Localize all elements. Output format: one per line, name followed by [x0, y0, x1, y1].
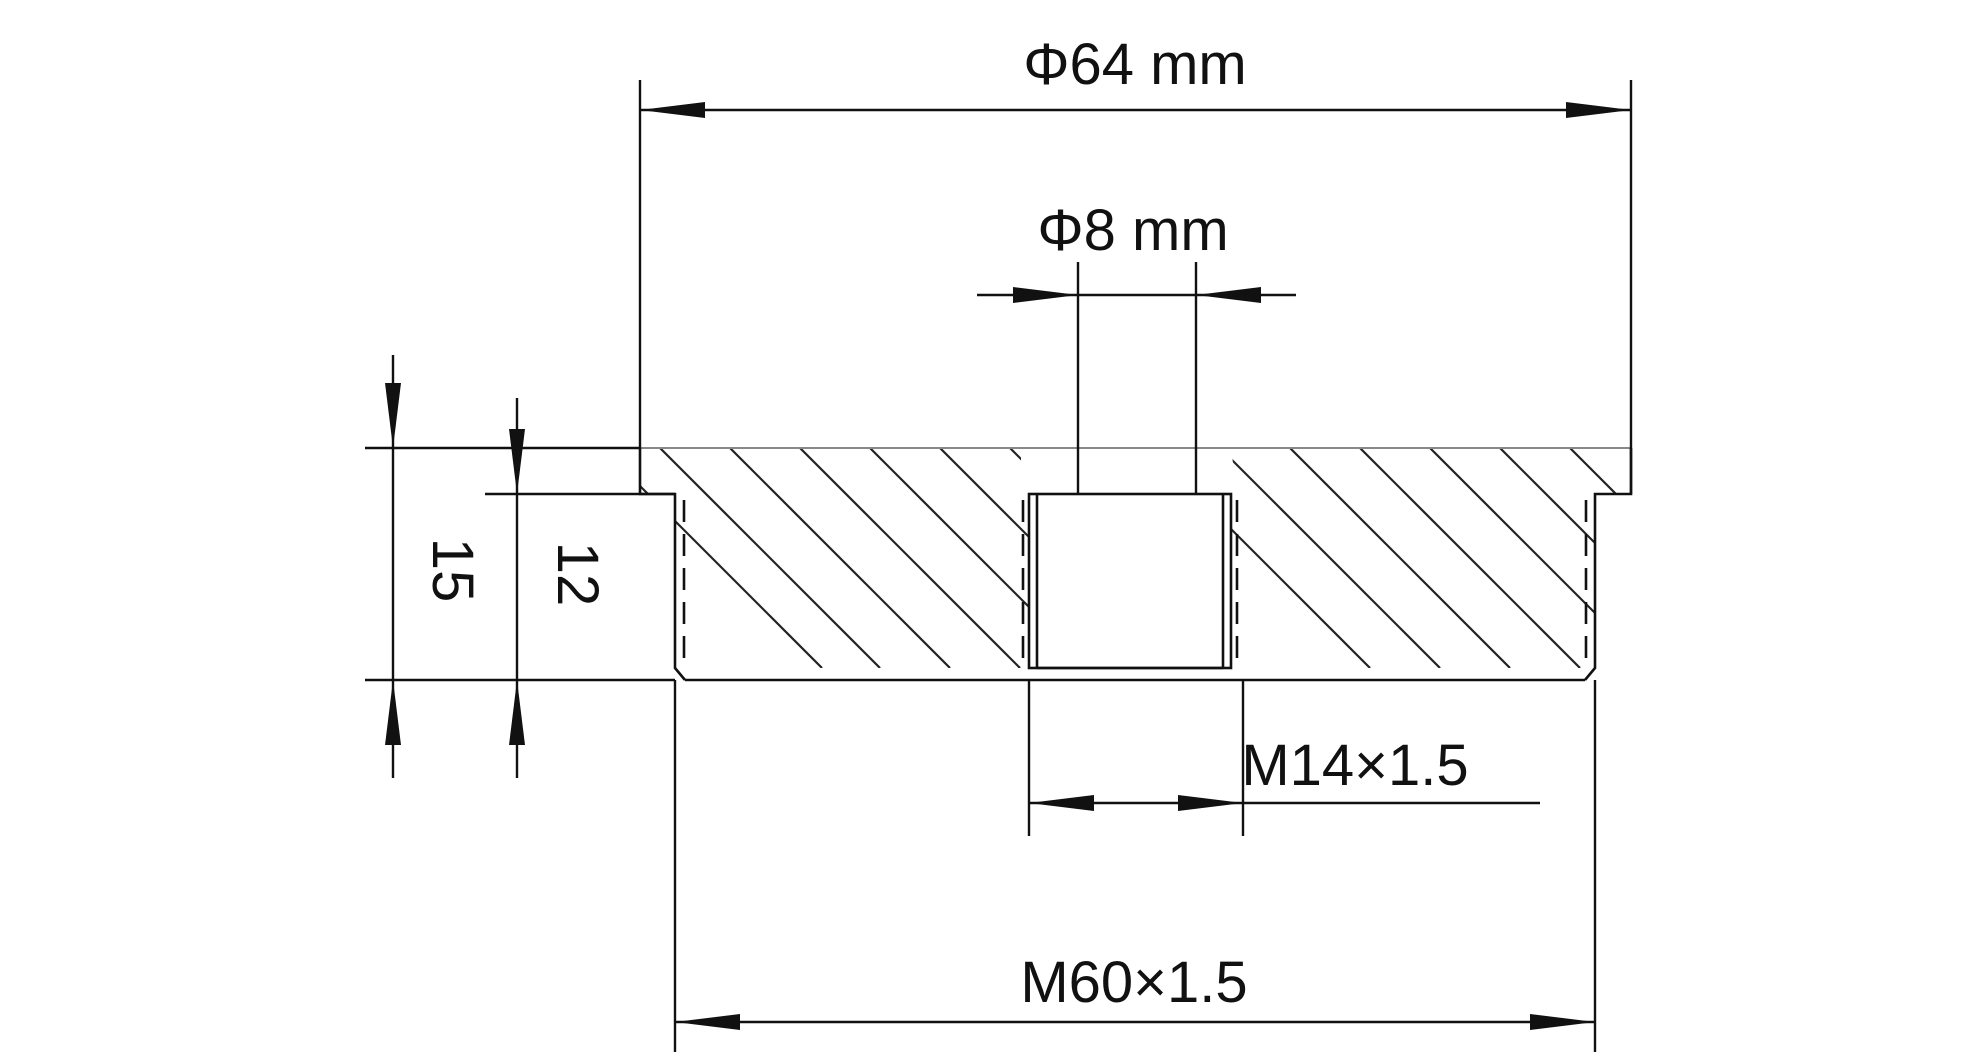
part-outline	[638, 447, 1633, 682]
center-hole-wall	[1027, 492, 1233, 670]
left-flange-step	[638, 448, 686, 681]
label-thread-thickness: 12	[545, 542, 610, 607]
label-hole-diameter: Φ8 mm	[1037, 198, 1228, 263]
arrowheads	[385, 102, 1631, 1030]
right-flange-step	[1584, 448, 1633, 681]
label-total-thickness: 15	[420, 538, 485, 603]
label-thread-small: M14×1.5	[1241, 733, 1468, 798]
label-outer-diameter: Φ64 mm	[1023, 32, 1247, 97]
label-thread-large: M60×1.5	[1020, 950, 1247, 1015]
thread-hidden-lines	[682, 500, 1588, 660]
